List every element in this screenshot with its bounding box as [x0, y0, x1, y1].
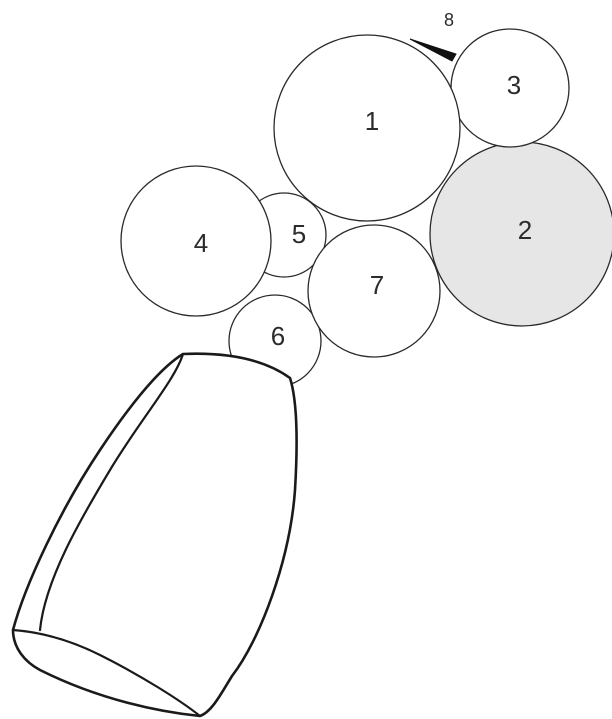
circle-4-group: 4 [121, 166, 271, 316]
circle-1-label: 1 [365, 106, 379, 136]
circle-2-group: 2 [430, 142, 612, 326]
circle-7-group: 7 [308, 225, 440, 357]
circle-3-group: 3 [451, 29, 569, 147]
block-shape [13, 354, 297, 716]
circle-4-label: 4 [194, 228, 208, 258]
circle-2-label: 2 [518, 215, 532, 245]
block-outline [13, 354, 297, 716]
marker-8-label: 8 [444, 10, 454, 30]
circle-6-label: 6 [271, 321, 285, 351]
circle-5-label: 5 [292, 219, 306, 249]
circle-3-label: 3 [507, 70, 521, 100]
circle-1-group: 1 [274, 35, 460, 221]
circle-7-label: 7 [370, 270, 384, 300]
